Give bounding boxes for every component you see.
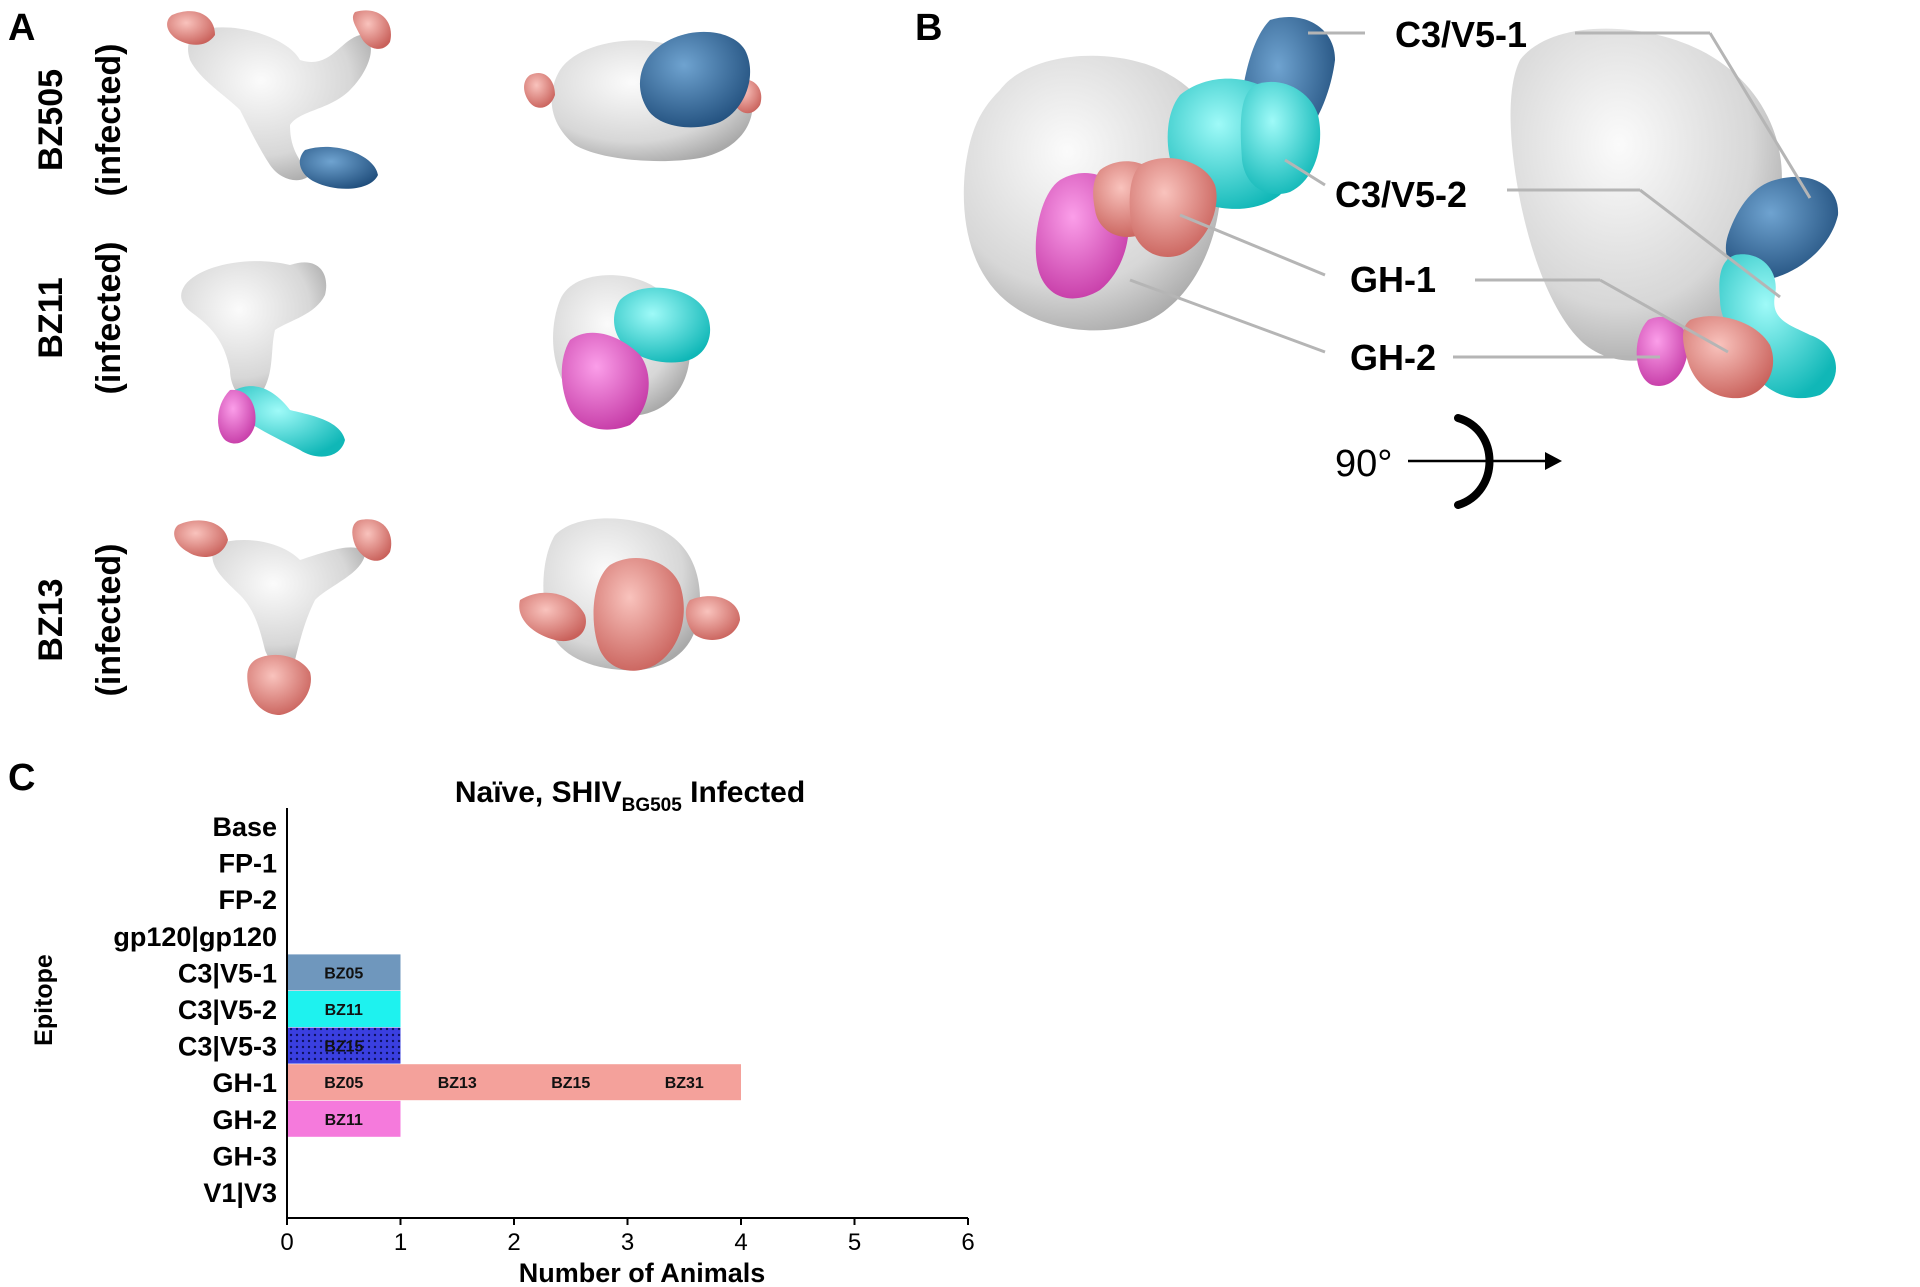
x-tick-label: 5 — [848, 1229, 861, 1256]
panel-b: B — [915, 7, 1839, 509]
y-tick-label: FP-1 — [218, 849, 277, 879]
leader-c3v5-2-left — [1284, 158, 1326, 187]
label-c3v5-1: C3/V5-1 — [1395, 14, 1527, 55]
bar-segment-label: BZ31 — [665, 1075, 704, 1092]
panel-b-letter: B — [915, 7, 942, 49]
row-name: BZ505 — [32, 69, 70, 171]
label-gh-1: GH-1 — [1350, 259, 1436, 300]
y-tick-label: V1|V3 — [203, 1178, 277, 1208]
leader-c3v5-2-right-b — [1639, 188, 1781, 299]
y-tick-label: GH-2 — [212, 1105, 277, 1135]
row-name: BZ11 — [32, 277, 70, 358]
x-tick-label: 1 — [394, 1229, 407, 1256]
density-map-bz11-top — [181, 261, 345, 457]
bar-segment-label: BZ11 — [325, 1112, 363, 1129]
y-tick-label: FP-2 — [218, 885, 277, 915]
rotation-arrow-head — [1545, 452, 1562, 470]
panel-a-letter: A — [8, 7, 35, 49]
density-map-b-rotated — [1510, 28, 1839, 399]
leader-c3v5-1-right-b — [1708, 32, 1812, 199]
chart-title-subscript: BG505 — [622, 795, 683, 816]
chart-title: Naïve, SHIVBG505 Infected — [455, 776, 805, 816]
leader-lines — [1129, 31, 1812, 359]
panel-c-letter: C — [8, 757, 35, 799]
bar-segment-label: BZ11 — [325, 1002, 363, 1019]
y-tick-label: GH-3 — [212, 1141, 277, 1171]
chart-title-suffix: Infected — [682, 776, 805, 809]
x-tick-label: 0 — [280, 1229, 293, 1256]
rotation-label: 90° — [1335, 443, 1392, 485]
x-tick-label: 4 — [734, 1229, 747, 1256]
bar-segment-label: BZ15 — [324, 1039, 363, 1056]
label-c3v5-2: C3/V5-2 — [1335, 174, 1467, 215]
row-status: (infected) — [90, 242, 128, 395]
panel-c: C Naïve, SHIVBG505 Infected Epitope Numb… — [8, 757, 975, 1287]
row-status: (infected) — [90, 44, 128, 197]
leader-gh-1-right-b — [1599, 278, 1729, 354]
bar-c3-v5-1 — [287, 954, 401, 991]
y-tick-label: GH-1 — [212, 1068, 277, 1098]
bar-gh-1 — [287, 1064, 741, 1101]
density-map-bz13-top — [174, 519, 392, 715]
x-tick-label: 6 — [961, 1229, 974, 1256]
y-tick-label: C3|V5-1 — [178, 958, 277, 988]
density-map-bz505-side — [524, 31, 762, 162]
bar-c3-v5-3 — [287, 1027, 401, 1064]
rotation-indicator: 90° — [1335, 414, 1562, 509]
bar-gh-2 — [287, 1100, 401, 1137]
leader-gh-2-left — [1129, 278, 1326, 354]
chart-ylabel-group: Epitope — [30, 954, 58, 1046]
row-status: (infected) — [90, 544, 128, 697]
density-map-bz13-side — [519, 518, 740, 671]
chart-ylabel: Epitope — [30, 954, 58, 1046]
row-label-bz505: BZ505 (infected) — [32, 44, 128, 197]
density-map-b-front — [963, 16, 1335, 331]
row-name: BZ13 — [32, 578, 70, 661]
bar-segment-label: BZ05 — [324, 1075, 363, 1092]
label-gh-2: GH-2 — [1350, 337, 1436, 378]
bar-c3-v5-2 — [287, 991, 401, 1027]
leader-gh-1-left — [1179, 213, 1326, 277]
density-map-bz11-side — [553, 275, 711, 430]
density-map-bz505-top — [167, 10, 391, 189]
y-tick-label: C3|V5-3 — [178, 1032, 277, 1062]
bar-segment-label: BZ05 — [324, 965, 363, 982]
chart-xlabel: Number of Animals — [519, 1258, 766, 1287]
y-tick-label: C3|V5-2 — [178, 995, 277, 1025]
bar-segment-label: BZ13 — [438, 1075, 477, 1092]
row-label-bz13: BZ13 (infected) — [32, 544, 128, 697]
y-tick-label: Base — [212, 812, 277, 842]
y-tick-label: gp120|gp120 — [113, 922, 277, 952]
bar-segment-label: BZ15 — [551, 1075, 590, 1092]
x-tick-label: 2 — [507, 1229, 520, 1256]
row-label-bz11: BZ11 (infected) — [32, 242, 128, 395]
panel-a: A BZ505 (infected) BZ11 (infected) BZ13 … — [8, 7, 762, 715]
x-tick-label: 3 — [621, 1229, 634, 1256]
chart-title-main: Naïve, SHIV — [455, 776, 622, 809]
rotation-curl-icon — [1454, 414, 1494, 509]
